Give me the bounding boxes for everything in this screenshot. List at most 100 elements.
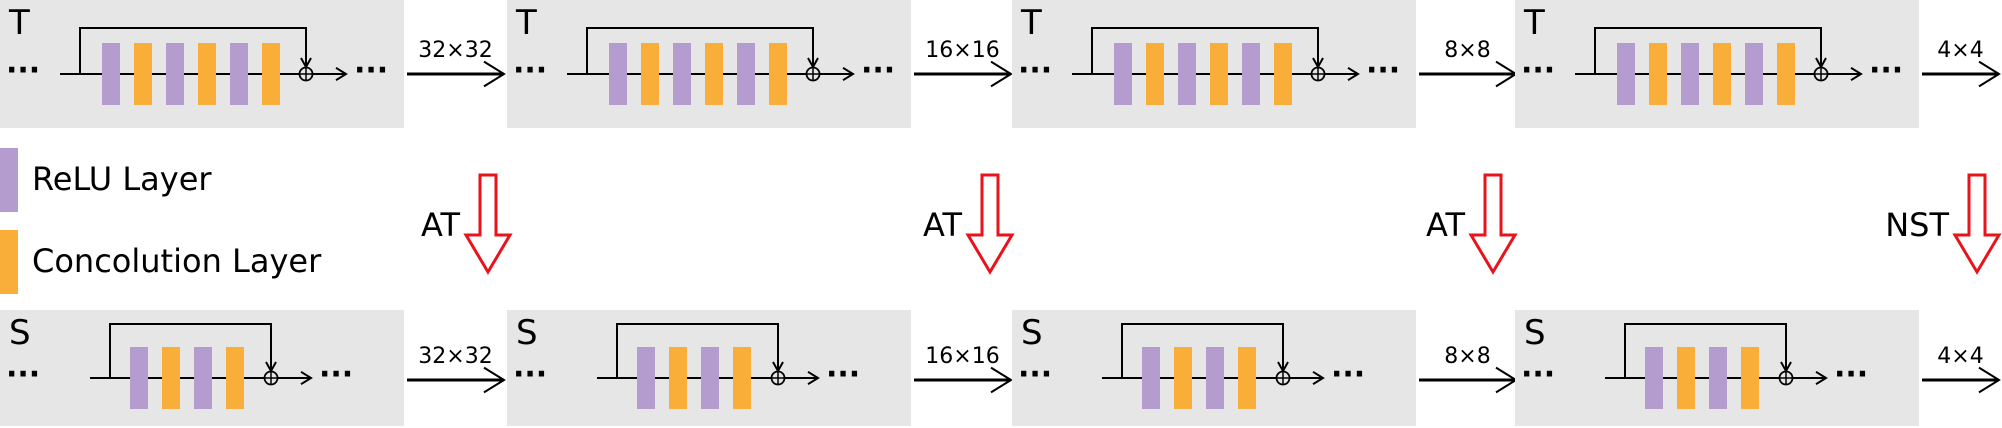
output-arrow-head: [483, 60, 506, 88]
output-size-label: 8×8: [1444, 38, 1490, 63]
relu-layer: [130, 347, 148, 409]
output-arrow-head: [483, 366, 506, 394]
conv-layer: [134, 43, 152, 105]
relu-layer: [637, 347, 655, 409]
transfer-arrow: [463, 173, 513, 275]
relu-layer: [1242, 43, 1260, 105]
conv-layer: [669, 347, 687, 409]
relu-layer: [701, 347, 719, 409]
ellipsis-right: ···: [1834, 357, 1868, 392]
post-add-arrow-head: [1850, 66, 1863, 82]
relu-layer: [1114, 43, 1132, 105]
conv-layer: [162, 347, 180, 409]
relu-layer: [737, 43, 755, 105]
teacher-block-2: T······16×16: [507, 0, 1013, 128]
output-size-label: 4×4: [1937, 38, 1983, 63]
ellipsis-left: ···: [1521, 53, 1555, 88]
skip-connection: [1121, 323, 1284, 378]
transfer-label: AT: [1426, 206, 1465, 244]
teacher-block-1: T······32×32: [0, 0, 506, 128]
ellipsis-left: ···: [1521, 357, 1555, 392]
relu-layer: [1645, 347, 1663, 409]
transfer-arrow: [1468, 173, 1518, 275]
ellipsis-right: ···: [861, 53, 895, 88]
legend-label: Concolution Layer: [32, 242, 322, 280]
ellipsis-right: ···: [826, 357, 860, 392]
teacher-block-3: T······8×8: [1012, 0, 1518, 128]
student-label: S: [9, 313, 31, 353]
conv-layer: [1274, 43, 1292, 105]
output-size-label: 16×16: [925, 38, 999, 63]
relu-layer: [673, 43, 691, 105]
transfer-arrow: [965, 173, 1015, 275]
conv-layer: [1146, 43, 1164, 105]
skip-connection: [616, 323, 779, 378]
transfer-label: NST: [1885, 206, 1949, 244]
transfer-arrow: [1952, 173, 2002, 275]
relu-layer: [1745, 43, 1763, 105]
conv-layer: [1777, 43, 1795, 105]
ellipsis-left: ···: [1018, 357, 1052, 392]
output-arrow-head: [1978, 60, 2001, 88]
post-add-arrow-head: [842, 66, 855, 82]
teacher-label: T: [8, 3, 30, 43]
relu-layer: [1617, 43, 1635, 105]
teacher-block-4: T······4×4: [1515, 0, 2001, 128]
relu-layer: [1178, 43, 1196, 105]
student-label: S: [516, 313, 538, 353]
conv-layer: [1677, 347, 1695, 409]
skip-connection: [1091, 27, 1319, 74]
conv-layer: [705, 43, 723, 105]
transfer-label: AT: [421, 206, 460, 244]
relu-layer: [230, 43, 248, 105]
conv-layer: [226, 347, 244, 409]
ellipsis-right: ···: [1366, 53, 1400, 88]
student-label: S: [1021, 313, 1043, 353]
post-add-arrow-head: [1815, 370, 1828, 386]
post-add-arrow-head: [807, 370, 820, 386]
ellipsis-right: ···: [1869, 53, 1903, 88]
post-add-arrow-head: [300, 370, 313, 386]
conv-layer: [1713, 43, 1731, 105]
legend-item-conv: Concolution Layer: [0, 230, 322, 294]
ellipsis-left: ···: [1018, 53, 1052, 88]
legend-swatch: [0, 230, 18, 294]
relu-layer: [1206, 347, 1224, 409]
conv-layer: [1741, 347, 1759, 409]
transfer-at-1: AT: [421, 173, 513, 275]
output-size-label: 8×8: [1444, 344, 1490, 369]
skip-connection: [109, 323, 272, 378]
ellipsis-right: ···: [319, 357, 353, 392]
conv-layer: [733, 347, 751, 409]
output-size-label: 4×4: [1937, 344, 1983, 369]
transfer-at-2: AT: [923, 173, 1015, 275]
post-add-arrow-head: [1312, 370, 1325, 386]
legend-label: ReLU Layer: [32, 160, 212, 198]
relu-layer: [194, 347, 212, 409]
skip-connection: [586, 27, 814, 74]
student-block-3: S ··· ··· 8×8: [1012, 310, 1518, 426]
conv-layer: [1649, 43, 1667, 105]
legend-swatch: [0, 148, 18, 212]
transfer-label: AT: [923, 206, 962, 244]
conv-layer: [769, 43, 787, 105]
teacher-label: T: [515, 3, 537, 43]
conv-layer: [1210, 43, 1228, 105]
transfer-arrows: AT AT AT NST: [421, 173, 2002, 275]
post-add-arrow-head: [1347, 66, 1360, 82]
output-arrow-head: [990, 60, 1013, 88]
relu-layer: [1681, 43, 1699, 105]
transfer-nst-4: NST: [1885, 173, 2002, 275]
student-block-1: S······32×32: [0, 310, 506, 426]
conv-layer: [1174, 347, 1192, 409]
ellipsis-right: ···: [354, 53, 388, 88]
relu-layer: [609, 43, 627, 105]
output-size-label: 16×16: [925, 344, 999, 369]
ellipsis-right: ···: [1331, 357, 1365, 392]
ellipsis-left: ···: [6, 53, 40, 88]
post-add-arrow-head: [335, 66, 348, 82]
relu-layer: [1142, 347, 1160, 409]
